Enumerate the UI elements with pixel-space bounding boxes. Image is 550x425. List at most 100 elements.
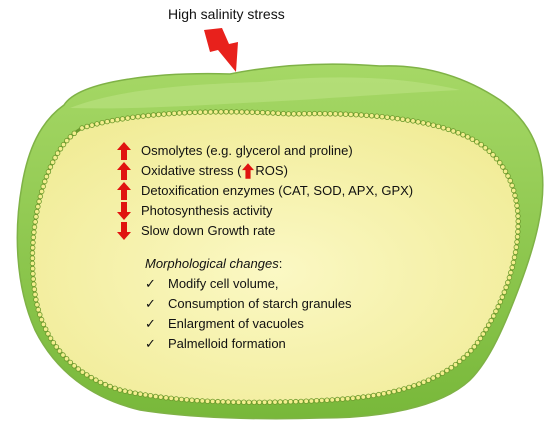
membrane-bead: [99, 119, 105, 126]
membrane-bead: [381, 391, 387, 397]
membrane-bead: [47, 164, 54, 170]
membrane-bead: [39, 188, 45, 195]
up-arrow-icon: [242, 163, 255, 179]
membrane-bead: [171, 110, 177, 117]
membrane-bead: [332, 111, 339, 117]
membrane-bead: [89, 122, 95, 128]
membrane-bead: [246, 399, 252, 405]
membrane-bead: [425, 377, 432, 383]
membrane-bead: [329, 397, 335, 403]
membrane-bead: [187, 109, 193, 116]
membrane-bead: [47, 335, 54, 341]
membrane-bead: [358, 112, 364, 118]
membrane-bead: [507, 177, 513, 184]
membrane-bead: [502, 168, 509, 175]
membrane-bead: [515, 223, 521, 230]
membrane-bead: [452, 362, 459, 368]
membrane-bead: [421, 379, 427, 385]
membrane-bead: [37, 193, 43, 200]
membrane-bead: [303, 398, 309, 404]
membrane-bead: [425, 121, 431, 127]
membrane-bead: [223, 109, 229, 115]
membrane-bead: [213, 109, 219, 115]
membrane-bead: [365, 393, 372, 399]
membrane-bead: [477, 335, 484, 342]
membrane-bead: [178, 396, 185, 403]
membrane-bead: [94, 121, 100, 127]
membrane-bead: [488, 317, 494, 324]
membrane-bead: [84, 372, 90, 378]
membrane-bead: [327, 111, 333, 117]
morphological-title-row: Morphological changes:: [145, 254, 352, 274]
membrane-bead: [394, 115, 401, 122]
membrane-bead: [32, 291, 38, 298]
membrane-bead: [386, 389, 392, 396]
membrane-bead: [29, 250, 36, 256]
membrane-bead: [291, 111, 297, 117]
membrane-bead: [34, 208, 40, 215]
membrane-bead: [220, 399, 226, 405]
membrane-bead: [509, 182, 515, 189]
membrane-bead: [43, 173, 50, 180]
morph-item-text: Consumption of starch granules: [168, 296, 352, 311]
membrane-bead: [218, 109, 224, 115]
membrane-bead: [430, 375, 436, 381]
membrane-bead: [345, 396, 351, 402]
membrane-bead: [36, 198, 42, 205]
membrane-bead: [127, 389, 133, 395]
membrane-bead: [515, 213, 521, 219]
membrane-bead: [308, 398, 315, 404]
membrane-bead: [241, 399, 247, 405]
morphological-title: Morphological changes: [145, 256, 279, 271]
membrane-bead: [137, 391, 143, 397]
membrane-bead: [369, 113, 375, 119]
membrane-bead: [181, 110, 188, 116]
membrane-bead: [168, 395, 174, 401]
membrane-bead: [29, 260, 36, 267]
membrane-bead: [509, 264, 515, 271]
membrane-bead: [514, 234, 521, 240]
membrane-bead: [199, 398, 205, 404]
membrane-bead: [30, 239, 36, 246]
membrane-bead: [71, 130, 77, 136]
effect-text: Photosynthesis activity: [141, 203, 273, 218]
membrane-bead: [460, 355, 467, 361]
membrane-bead: [192, 109, 198, 116]
membrane-bead: [209, 398, 216, 405]
membrane-bead: [228, 109, 235, 115]
membrane-bead: [57, 146, 64, 152]
membrane-bead: [130, 114, 136, 120]
membrane-bead: [32, 219, 38, 225]
checkmark-icon: ✓: [145, 276, 156, 291]
membrane-bead: [439, 370, 446, 376]
membrane-bead: [163, 395, 169, 401]
membrane-bead: [379, 113, 385, 120]
membrane-bead: [147, 393, 154, 399]
morph-item: ✓ Palmelloid formation: [145, 334, 352, 354]
membrane-bead: [244, 109, 250, 115]
membrane-bead: [401, 386, 407, 392]
membrane-bead: [189, 397, 195, 403]
membrane-bead: [363, 112, 370, 119]
membrane-bead: [67, 134, 74, 140]
membrane-bead: [374, 113, 380, 119]
membrane-bead: [410, 118, 416, 124]
effect-text: Detoxification enzymes (CAT, SOD, APX, G…: [141, 183, 414, 198]
membrane-bead: [102, 381, 108, 388]
membrane-bead: [225, 399, 231, 405]
membrane-bead: [233, 109, 240, 115]
membrane-bead: [67, 359, 73, 366]
membrane-bead: [460, 132, 466, 138]
membrane-bead: [124, 115, 131, 121]
membrane-bead: [430, 122, 436, 128]
membrane-bead: [52, 154, 58, 161]
membrane-bead: [469, 136, 476, 142]
morph-item-text: Enlargment of vacuoles: [168, 316, 304, 331]
down-arrow-icon: [117, 222, 131, 240]
membrane-bead: [389, 115, 396, 121]
membrane-bead: [34, 302, 40, 308]
stress-label: High salinity stress: [168, 6, 285, 22]
membrane-bead: [411, 383, 417, 389]
membrane-bead: [416, 381, 422, 387]
membrane-bead: [497, 299, 503, 305]
